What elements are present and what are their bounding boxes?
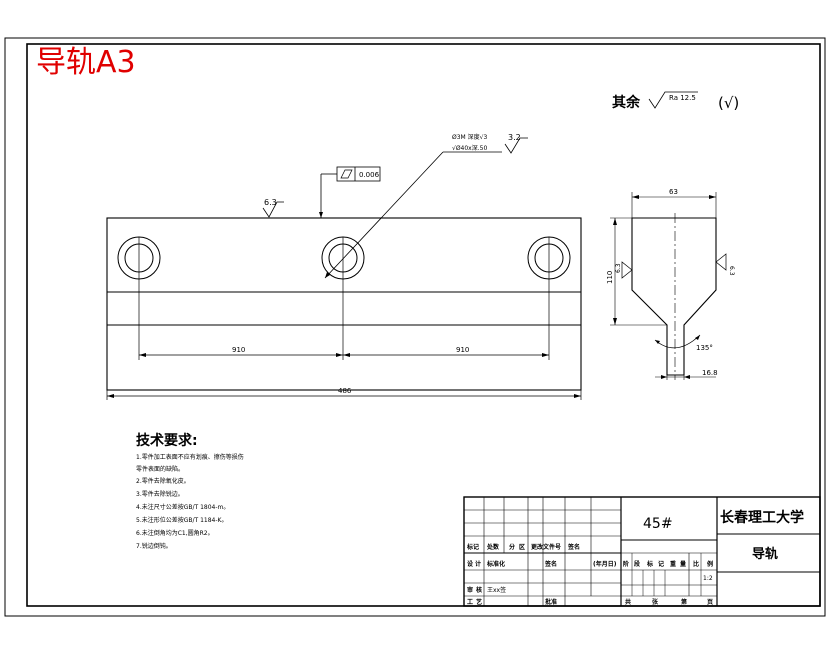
tb-label: 核 (476, 586, 482, 594)
dim-pitch-right: 910 (456, 346, 469, 354)
dimension-pitch (139, 353, 549, 357)
roughness-side-left-icon (621, 261, 633, 279)
tb-label: 工 (467, 599, 473, 606)
tb-sheet-label: 页 (707, 598, 713, 606)
approve-label: 批准 (545, 598, 557, 606)
tb-label: 更改文件号 (531, 543, 561, 551)
roughness-side-right: 6.3 (728, 266, 735, 276)
tb-label: 签名 (544, 560, 557, 568)
tb-sheet-label: 第 (680, 598, 687, 606)
tb-label: (年月日) (593, 560, 617, 568)
school-name: 长春理工大学 (720, 509, 804, 526)
roughness-suffix: (√) (718, 94, 739, 112)
tb-label: 审 (467, 586, 473, 594)
tb-stage-label: 比 (693, 560, 699, 568)
scale: 1:2 (703, 575, 713, 582)
tb-label: 设 (467, 560, 473, 568)
roughness-value: Ra 12.5 (669, 94, 696, 102)
tech-item: 7.锐边倒钝。 (136, 542, 172, 550)
flatness-icon (340, 169, 353, 179)
tb-stage-label: 重 (670, 560, 676, 568)
tb-stage-label: 例 (707, 560, 713, 568)
dim-pitch-left: 910 (232, 346, 245, 354)
tech-item: 6.未注倒角均为C1,圆角R2。 (136, 529, 214, 537)
roughness-prefix: 其余 (612, 94, 641, 111)
roughness-top: 3.2 (508, 133, 521, 142)
tb-label: 计 (475, 560, 481, 568)
sheet-border-outer (4, 37, 826, 617)
tb-label: 标记 (466, 543, 479, 551)
tb-label: 艺 (476, 598, 482, 606)
tech-item: 5.未注形位公差按GB/T 1184-K。 (136, 516, 227, 524)
hole-spec-line2: √Ø40x深.50 (452, 144, 487, 152)
dim-tongue-width: 16.8 (702, 369, 718, 377)
tech-requirements-title: 技术要求: (136, 432, 198, 449)
dim-angle: 135° (696, 344, 713, 352)
sheet-border-inner (26, 43, 821, 607)
tech-item: 2.零件去除氧化皮。 (136, 477, 190, 485)
dim-overall-length: 486 (338, 387, 352, 395)
tech-item: 1.零件加工表面不应有划痕、擦伤等损伤 (136, 453, 244, 461)
hole-spec-line1: Ø3M 深度√3 (452, 133, 487, 141)
side-view (610, 192, 727, 380)
tech-requirements-list: 1.零件加工表面不应有划痕、擦伤等损伤 零件表面的缺陷。 2.零件去除氧化皮。 … (136, 453, 244, 550)
roughness-symbol-top-icon (504, 137, 528, 154)
roughness-symbol-left-icon (262, 201, 284, 218)
roughness-left: 6.3 (264, 198, 277, 207)
roughness-side-right-icon (715, 253, 727, 271)
tb-stage-label: 量 (680, 560, 686, 568)
tb-label: 签名 (567, 543, 580, 551)
tech-item: 3.零件去除锐边。 (136, 490, 184, 498)
dim-side-height: 110 (606, 271, 614, 284)
tech-item: 4.未注尺寸公差按GB/T 1804-m。 (136, 503, 229, 511)
front-view (106, 217, 582, 400)
designer-name: 王xx签 (487, 586, 506, 594)
tb-stage-label: 记 (658, 560, 664, 568)
tb-stage-label: 阶 (623, 560, 629, 568)
dim-side-width: 63 (669, 188, 678, 196)
dimension-overall (107, 394, 581, 398)
tech-item: 零件表面的缺陷。 (136, 465, 184, 473)
tb-stage-label: 段 (634, 560, 640, 568)
tb-label: 处数 (486, 543, 500, 551)
part-name: 导轨 (752, 546, 778, 562)
drawing-stamp: 导轨A3 (36, 45, 136, 80)
tb-label: 区 (519, 543, 525, 551)
tb-label: 标准化 (486, 560, 505, 568)
roughness-symbol-icon (648, 91, 698, 109)
tb-label: 分 (509, 543, 515, 551)
flatness-frame (319, 166, 381, 218)
hole-leader (324, 151, 444, 279)
flatness-value: 0.006 (359, 171, 380, 179)
tb-sheet-label: 张 (652, 598, 659, 606)
tb-sheet-label: 共 (625, 598, 631, 606)
material: 45# (643, 516, 673, 532)
roughness-side-left: 6.3 (615, 263, 622, 273)
tb-stage-label: 标 (646, 560, 653, 568)
title-block (463, 496, 821, 607)
